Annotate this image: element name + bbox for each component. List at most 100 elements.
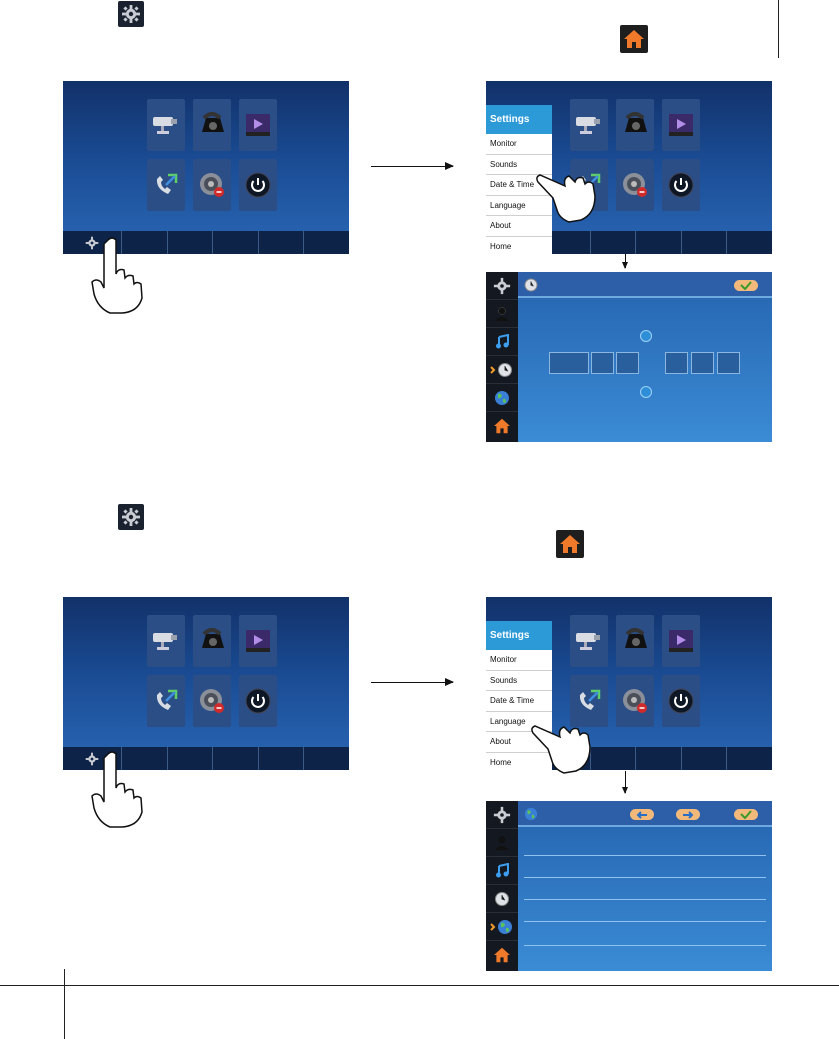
toolbar-slot[interactable] xyxy=(727,747,772,770)
home-icon[interactable] xyxy=(486,941,518,969)
language-option-row[interactable] xyxy=(524,945,766,946)
toolbar-slot[interactable] xyxy=(682,231,728,254)
menu-item-sounds[interactable]: Sounds xyxy=(486,671,552,691)
settings-menu: Settings Monitor Sounds Date & Time Lang… xyxy=(486,105,552,254)
power-icon[interactable] xyxy=(239,675,277,727)
hour-field[interactable] xyxy=(665,352,688,374)
bottom-toolbar xyxy=(63,231,349,254)
user-icon[interactable] xyxy=(486,829,518,857)
toolbar-slot[interactable] xyxy=(213,747,259,770)
call-transfer-icon[interactable] xyxy=(147,675,185,727)
speaker-mute-icon[interactable] xyxy=(193,675,231,727)
home-icon[interactable] xyxy=(486,412,518,440)
second-field[interactable] xyxy=(717,352,740,374)
settings-sidebar xyxy=(486,801,518,971)
toolbar-slot[interactable] xyxy=(545,747,591,770)
camera-icon[interactable] xyxy=(570,615,608,667)
toolbar-slot[interactable] xyxy=(122,747,168,770)
toolbar-slot[interactable] xyxy=(591,747,637,770)
month-field[interactable] xyxy=(591,352,614,374)
menu-item-monitor[interactable]: Monitor xyxy=(486,650,552,671)
toolbar-slot[interactable] xyxy=(636,747,682,770)
menu-item-language[interactable]: Language xyxy=(486,196,552,216)
minute-field[interactable] xyxy=(691,352,714,374)
menu-item-about[interactable]: About xyxy=(486,216,552,237)
power-icon[interactable] xyxy=(239,159,277,211)
camera-icon[interactable] xyxy=(570,99,608,151)
confirm-button[interactable] xyxy=(734,809,758,820)
toolbar-slot[interactable] xyxy=(168,747,214,770)
camera-icon[interactable] xyxy=(147,99,185,151)
language-option-row[interactable] xyxy=(524,899,766,900)
language-option-row[interactable] xyxy=(524,877,766,878)
menu-item-monitor[interactable]: Monitor xyxy=(486,134,552,155)
menu-item-language[interactable]: Language xyxy=(486,712,552,732)
video-playback-icon[interactable] xyxy=(662,615,700,667)
settings-sidebar xyxy=(486,272,518,442)
intercom-phone-icon[interactable] xyxy=(193,99,231,151)
toolbar-slot[interactable] xyxy=(545,231,591,254)
home-icon xyxy=(556,530,584,558)
toolbar-slot[interactable] xyxy=(259,231,305,254)
language-option-row[interactable] xyxy=(524,855,766,856)
settings-button[interactable] xyxy=(63,231,122,254)
toolbar-slot[interactable] xyxy=(168,231,214,254)
call-transfer-icon[interactable] xyxy=(570,675,608,727)
language-option-row[interactable] xyxy=(524,921,766,922)
next-button[interactable] xyxy=(676,809,700,820)
globe-icon[interactable] xyxy=(486,384,518,412)
menu-item-home[interactable]: Home xyxy=(486,237,552,255)
menu-item-date-time[interactable]: Date & Time xyxy=(486,691,552,712)
toolbar-slot[interactable] xyxy=(682,747,728,770)
clock-icon[interactable] xyxy=(486,885,518,913)
video-playback-icon[interactable] xyxy=(239,99,277,151)
gear-icon xyxy=(118,504,144,530)
panel-header xyxy=(518,801,772,827)
intercom-phone-icon[interactable] xyxy=(616,615,654,667)
video-playback-icon[interactable] xyxy=(662,99,700,151)
toolbar-slot[interactable] xyxy=(122,231,168,254)
menu-item-sounds[interactable]: Sounds xyxy=(486,155,552,175)
menu-item-date-time[interactable]: Date & Time xyxy=(486,175,552,196)
toolbar-slot[interactable] xyxy=(304,747,349,770)
speaker-mute-icon[interactable] xyxy=(616,159,654,211)
video-playback-icon[interactable] xyxy=(239,615,277,667)
previous-button[interactable] xyxy=(630,809,654,820)
user-icon[interactable] xyxy=(486,300,518,328)
toolbar-slot[interactable] xyxy=(636,231,682,254)
monitor-home-screen xyxy=(63,597,349,770)
bottom-toolbar xyxy=(63,747,349,770)
power-icon[interactable] xyxy=(662,159,700,211)
toolbar-slot[interactable] xyxy=(259,747,305,770)
menu-item-home[interactable]: Home xyxy=(486,753,552,771)
speaker-mute-icon[interactable] xyxy=(193,159,231,211)
camera-icon[interactable] xyxy=(147,615,185,667)
toolbar-slot[interactable] xyxy=(213,231,259,254)
globe-icon[interactable] xyxy=(486,913,518,941)
check-icon xyxy=(740,810,752,819)
music-note-icon[interactable] xyxy=(486,857,518,885)
call-transfer-icon[interactable] xyxy=(147,159,185,211)
music-note-icon[interactable] xyxy=(486,328,518,356)
toolbar-slot[interactable] xyxy=(727,231,772,254)
settings-button[interactable] xyxy=(63,747,122,770)
language-panel xyxy=(518,801,772,971)
increase-button[interactable] xyxy=(640,330,652,342)
year-field[interactable] xyxy=(549,352,589,374)
check-icon xyxy=(740,281,752,290)
intercom-phone-icon[interactable] xyxy=(193,615,231,667)
menu-item-about[interactable]: About xyxy=(486,732,552,753)
gear-icon[interactable] xyxy=(486,272,518,300)
decrease-button[interactable] xyxy=(640,386,652,398)
toolbar-slot[interactable] xyxy=(304,231,349,254)
day-field[interactable] xyxy=(616,352,639,374)
speaker-mute-icon[interactable] xyxy=(616,675,654,727)
clock-icon[interactable] xyxy=(486,356,518,384)
intercom-phone-icon[interactable] xyxy=(616,99,654,151)
gear-icon[interactable] xyxy=(486,801,518,829)
power-icon[interactable] xyxy=(662,675,700,727)
toolbar-slot[interactable] xyxy=(591,231,637,254)
page-footer-line xyxy=(0,985,839,986)
confirm-button[interactable] xyxy=(734,280,758,291)
